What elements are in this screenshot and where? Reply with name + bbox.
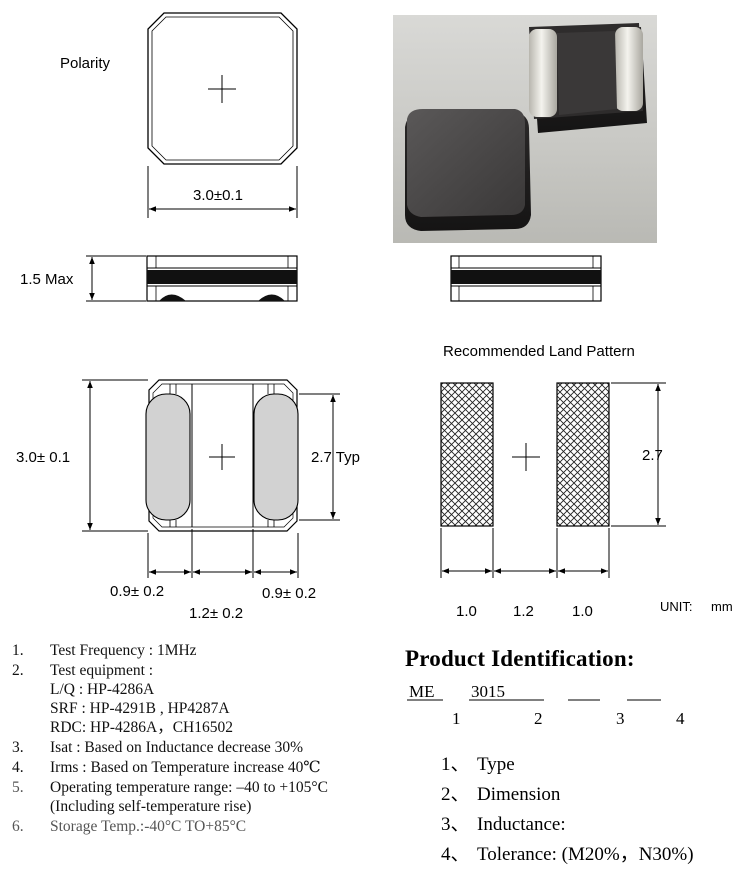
polarity-label: Polarity xyxy=(60,55,111,72)
right-electrode-dimension: 0.9± 0.2 xyxy=(262,585,316,602)
note-3: 3.Isat : Based on Inductance decrease 30… xyxy=(12,739,304,756)
note-2-sub-1: L/Q : HP-4286A xyxy=(50,681,155,698)
pid-item-dimension: 2、Dimension xyxy=(441,784,561,805)
land-pad-right xyxy=(556,382,610,527)
note-6: 6.Storage Temp.:-40°C TO+85°C xyxy=(12,818,247,835)
pid-item-type: 1、Type xyxy=(441,754,515,775)
width-dimension: 3.0±0.1 xyxy=(193,187,243,204)
height-dimension: 1.5 Max xyxy=(20,271,74,288)
test-notes: 1.Test Frequency : 1MHz 2.Test equipment… xyxy=(12,641,407,837)
code-position-2: 2 xyxy=(534,709,543,728)
unit-value: mm xyxy=(711,599,733,614)
top-view xyxy=(147,12,298,165)
side-view-left xyxy=(146,255,298,302)
product-identification-title: Product Identification: xyxy=(405,646,635,671)
code-segment-1: ME xyxy=(409,682,435,701)
pid-item-tolerance: 4、Tolerance: (M20%，N30%) xyxy=(441,844,694,865)
note-2: 2.Test equipment : L/Q : HP-4286A SRF : … xyxy=(12,661,407,737)
product-identification: Product Identification: 1、Type 2、Dimensi… xyxy=(405,646,694,865)
land-left-dimension: 1.0 xyxy=(456,603,477,620)
center-gap-dimension: 1.2± 0.2 xyxy=(189,605,243,622)
code-position-4: 4 xyxy=(676,709,685,728)
land-pad-left xyxy=(440,382,494,527)
electrode-typ-dimension: 2.7 Typ xyxy=(311,449,360,466)
product-code: ME 3015 1 2 3 4 xyxy=(407,682,685,728)
note-4: 4.Irms : Based on Temperature increase 4… xyxy=(12,759,321,776)
product-photo xyxy=(393,15,657,243)
note-5-sub-1: (Including self-temperature rise) xyxy=(50,798,252,815)
left-electrode-dimension: 0.9± 0.2 xyxy=(110,583,164,600)
side-view-right xyxy=(450,255,602,302)
land-gap-dimension: 1.2 xyxy=(513,603,534,620)
unit-label: UNIT: xyxy=(660,599,693,614)
land-pattern-title: Recommended Land Pattern xyxy=(443,343,635,360)
note-2-sub-2: SRF : HP-4291B , HP4287A xyxy=(50,700,230,717)
land-right-dimension: 1.0 xyxy=(572,603,593,620)
length-dimension: 3.0± 0.1 xyxy=(16,449,70,466)
land-height-dimension: 2.7 xyxy=(642,447,663,464)
product-identification-list: 1、Type 2、Dimension 3、Inductance: 4、Toler… xyxy=(441,750,750,870)
bottom-view xyxy=(145,379,299,532)
note-2-sub-3: RDC: HP-4286A，CH16502 xyxy=(50,719,234,736)
pid-item-inductance: 3、Inductance: xyxy=(441,814,566,835)
code-position-1: 1 xyxy=(452,709,461,728)
code-position-3: 3 xyxy=(616,709,625,728)
code-segment-2: 3015 xyxy=(471,682,505,701)
note-5: 5.Operating temperature range: –40 to +1… xyxy=(12,778,407,816)
note-1: 1.Test Frequency : 1MHz xyxy=(12,642,197,659)
product-photo-render xyxy=(405,23,647,231)
